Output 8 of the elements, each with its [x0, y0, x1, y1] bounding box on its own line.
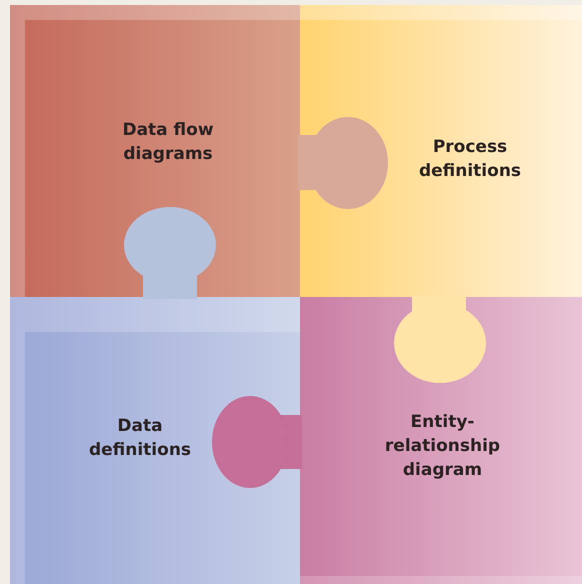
- piece-label: Process definitions: [418, 136, 522, 183]
- piece-label: Data definitions: [88, 415, 192, 462]
- puzzle-piece: [10, 5, 300, 297]
- piece-label: Data flow diagrams: [121, 119, 215, 166]
- puzzle-piece: [10, 297, 300, 584]
- puzzle-piece: [300, 297, 582, 584]
- piece-label: Entity-relationship diagram: [384, 411, 502, 482]
- puzzle-piece: [300, 5, 582, 297]
